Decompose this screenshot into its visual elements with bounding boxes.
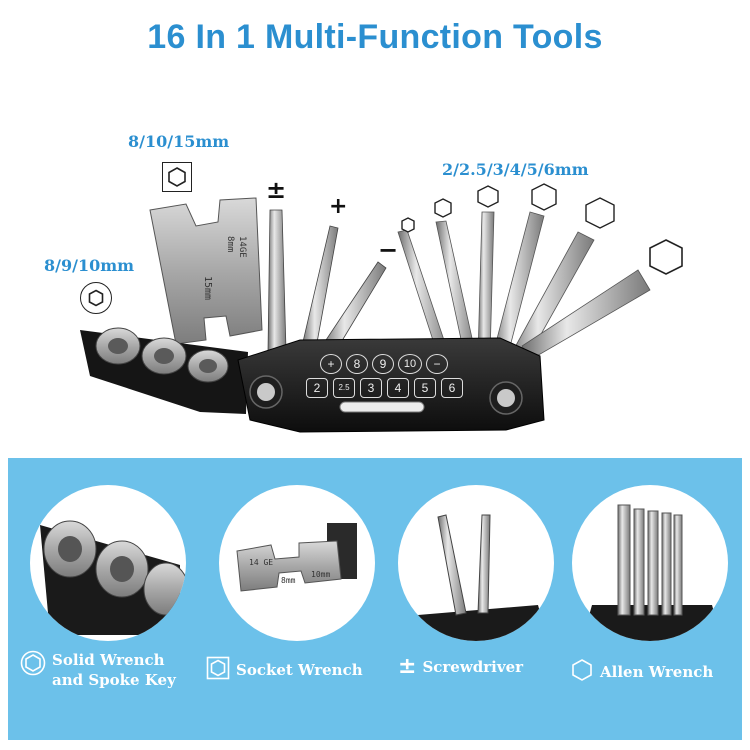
allen-size-label: 2/2.5/3/4/5/6mm xyxy=(442,160,589,179)
svg-text:8mm: 8mm xyxy=(281,576,296,585)
hexagon-circle-icon xyxy=(80,282,112,314)
body-mark: − xyxy=(426,354,448,374)
feature-image-socket-wrench: 14 GE 8mm 10mm xyxy=(219,485,375,641)
feature-label-line1: Solid Wrench xyxy=(52,651,165,669)
socket-size-label-left: 8/9/10mm xyxy=(44,256,135,275)
hexagon-outline-icon xyxy=(570,658,594,686)
body-mark: + xyxy=(320,354,342,374)
minus-mark: − xyxy=(378,236,399,264)
feature-label: Allen Wrench xyxy=(600,663,714,681)
feature-socket-wrench: Socket Wrench xyxy=(206,656,363,684)
allen-keys xyxy=(397,211,651,369)
feature-image-screwdriver xyxy=(398,485,554,641)
body-mark: 2 xyxy=(306,378,328,398)
body-mark: 10 xyxy=(398,354,422,374)
body-mark: 5 xyxy=(414,378,436,398)
multitool-drawing: 15mm 8mm 14GE xyxy=(80,197,651,433)
svg-text:14 GE: 14 GE xyxy=(249,558,273,567)
socket-size-label-top: 8/10/15mm xyxy=(128,132,230,151)
socket-sleeve xyxy=(80,327,248,414)
body-markings-top: + 8 9 10 − xyxy=(320,354,448,374)
feature-allen-wrench: Allen Wrench xyxy=(570,658,713,686)
screwdriver-bits xyxy=(267,209,387,355)
body-mark: 6 xyxy=(441,378,463,398)
plus-minus-icon: ± xyxy=(398,654,417,679)
hexagon-circle-icon xyxy=(20,650,46,680)
svg-text:15mm: 15mm xyxy=(202,276,213,300)
svg-text:14GE: 14GE xyxy=(237,236,247,258)
body-mark: 8 xyxy=(346,354,368,374)
body-markings-bottom: 2 2.5 3 4 5 6 xyxy=(306,378,463,398)
body-mark: 4 xyxy=(387,378,409,398)
plus-mark: + xyxy=(329,194,348,219)
feature-solid-wrench: Solid Wrench and Spoke Key xyxy=(20,650,176,690)
spoke-wrench: 15mm 8mm 14GE xyxy=(149,197,263,345)
page-title: 16 In 1 Multi-Function Tools xyxy=(147,18,603,56)
plus-minus-mark: ± xyxy=(266,176,287,204)
hexagon-square-icon xyxy=(162,162,192,192)
svg-text:10mm: 10mm xyxy=(311,570,330,579)
body-mark: 9 xyxy=(372,354,394,374)
tool-body xyxy=(237,337,545,433)
feature-label: Socket Wrench xyxy=(236,661,363,679)
feature-image-allen-wrench xyxy=(572,485,728,641)
feature-screwdriver: ± Screwdriver xyxy=(398,656,523,678)
hexagon-square-icon xyxy=(206,656,230,684)
multitool-illustration: 15mm 8mm 14GE + 8 9 10 − xyxy=(0,60,750,460)
feature-image-solid-wrench xyxy=(30,485,186,641)
feature-label-line2: and Spoke Key xyxy=(52,671,176,689)
feature-label: Screwdriver xyxy=(422,658,524,676)
body-mark: 3 xyxy=(360,378,382,398)
body-mark: 2.5 xyxy=(333,378,355,398)
svg-text:8mm: 8mm xyxy=(225,236,235,252)
